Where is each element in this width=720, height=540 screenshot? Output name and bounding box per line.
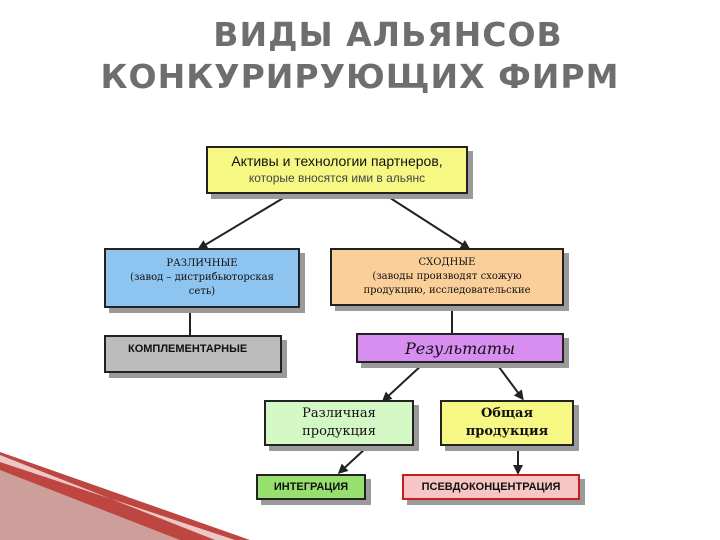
results-label: Результаты xyxy=(404,338,516,358)
title-line-1: ВИДЫ АЛЬЯНСОВ xyxy=(213,15,563,54)
arrow-assets-to-similar xyxy=(383,193,471,250)
different-box: РАЗЛИЧНЫЕ (завод – дистрибьюторская сеть… xyxy=(104,248,300,308)
arrow-different-product-to-integration xyxy=(337,447,367,475)
assets-line-1: Активы и технологии партнеров, xyxy=(231,153,443,169)
different-line-1: РАЗЛИЧНЫЕ xyxy=(166,258,238,269)
assets-box: Активы и технологии партнеров, которые в… xyxy=(206,146,468,194)
arrow-results-to-different-product xyxy=(381,362,425,403)
similar-line-3: продукцию, исследовательские xyxy=(363,285,531,296)
results-box: Результаты xyxy=(356,333,564,363)
common-product-line-1: Общая xyxy=(480,406,534,421)
arrow-assets-to-different xyxy=(197,193,291,250)
arrow-results-to-common-product xyxy=(495,362,524,401)
pseudo-concentration-box: ПСЕВДОКОНЦЕНТРАЦИЯ xyxy=(402,474,580,500)
similar-line-2: (заводы производят схожую xyxy=(372,271,522,282)
common-product-box: Общая продукция xyxy=(440,400,574,446)
complementary-label: КОМПЛЕМЕНТАРНЫЕ xyxy=(128,343,248,355)
assets-line-2: которые вносятся ими в альянс xyxy=(248,171,426,185)
different-product-line-2: продукция xyxy=(302,424,376,439)
similar-line-1: СХОДНЫЕ xyxy=(418,257,476,268)
integration-label: ИНТЕГРАЦИЯ xyxy=(273,481,349,493)
corner-gray-wedge xyxy=(0,470,180,540)
similar-box: СХОДНЫЕ (заводы производят схожую продук… xyxy=(330,248,564,306)
integration-box: ИНТЕГРАЦИЯ xyxy=(256,474,366,500)
different-line-2: (завод – дистрибьюторская xyxy=(130,272,274,283)
title-line-2: КОНКУРИРУЮЩИХ ФИРМ xyxy=(100,57,620,96)
common-product-line-2: продукция xyxy=(465,424,549,439)
different-line-3: сеть) xyxy=(188,286,216,297)
different-product-line-1: Различная xyxy=(302,406,376,421)
different-product-box: Различная продукция xyxy=(264,400,414,446)
pseudo-concentration-label: ПСЕВДОКОНЦЕНТРАЦИЯ xyxy=(421,481,561,493)
page-title: ВИДЫ АЛЬЯНСОВ КОНКУРИРУЮЩИХ ФИРМ xyxy=(0,14,720,98)
complementary-box: КОМПЛЕМЕНТАРНЫЕ xyxy=(104,335,282,373)
